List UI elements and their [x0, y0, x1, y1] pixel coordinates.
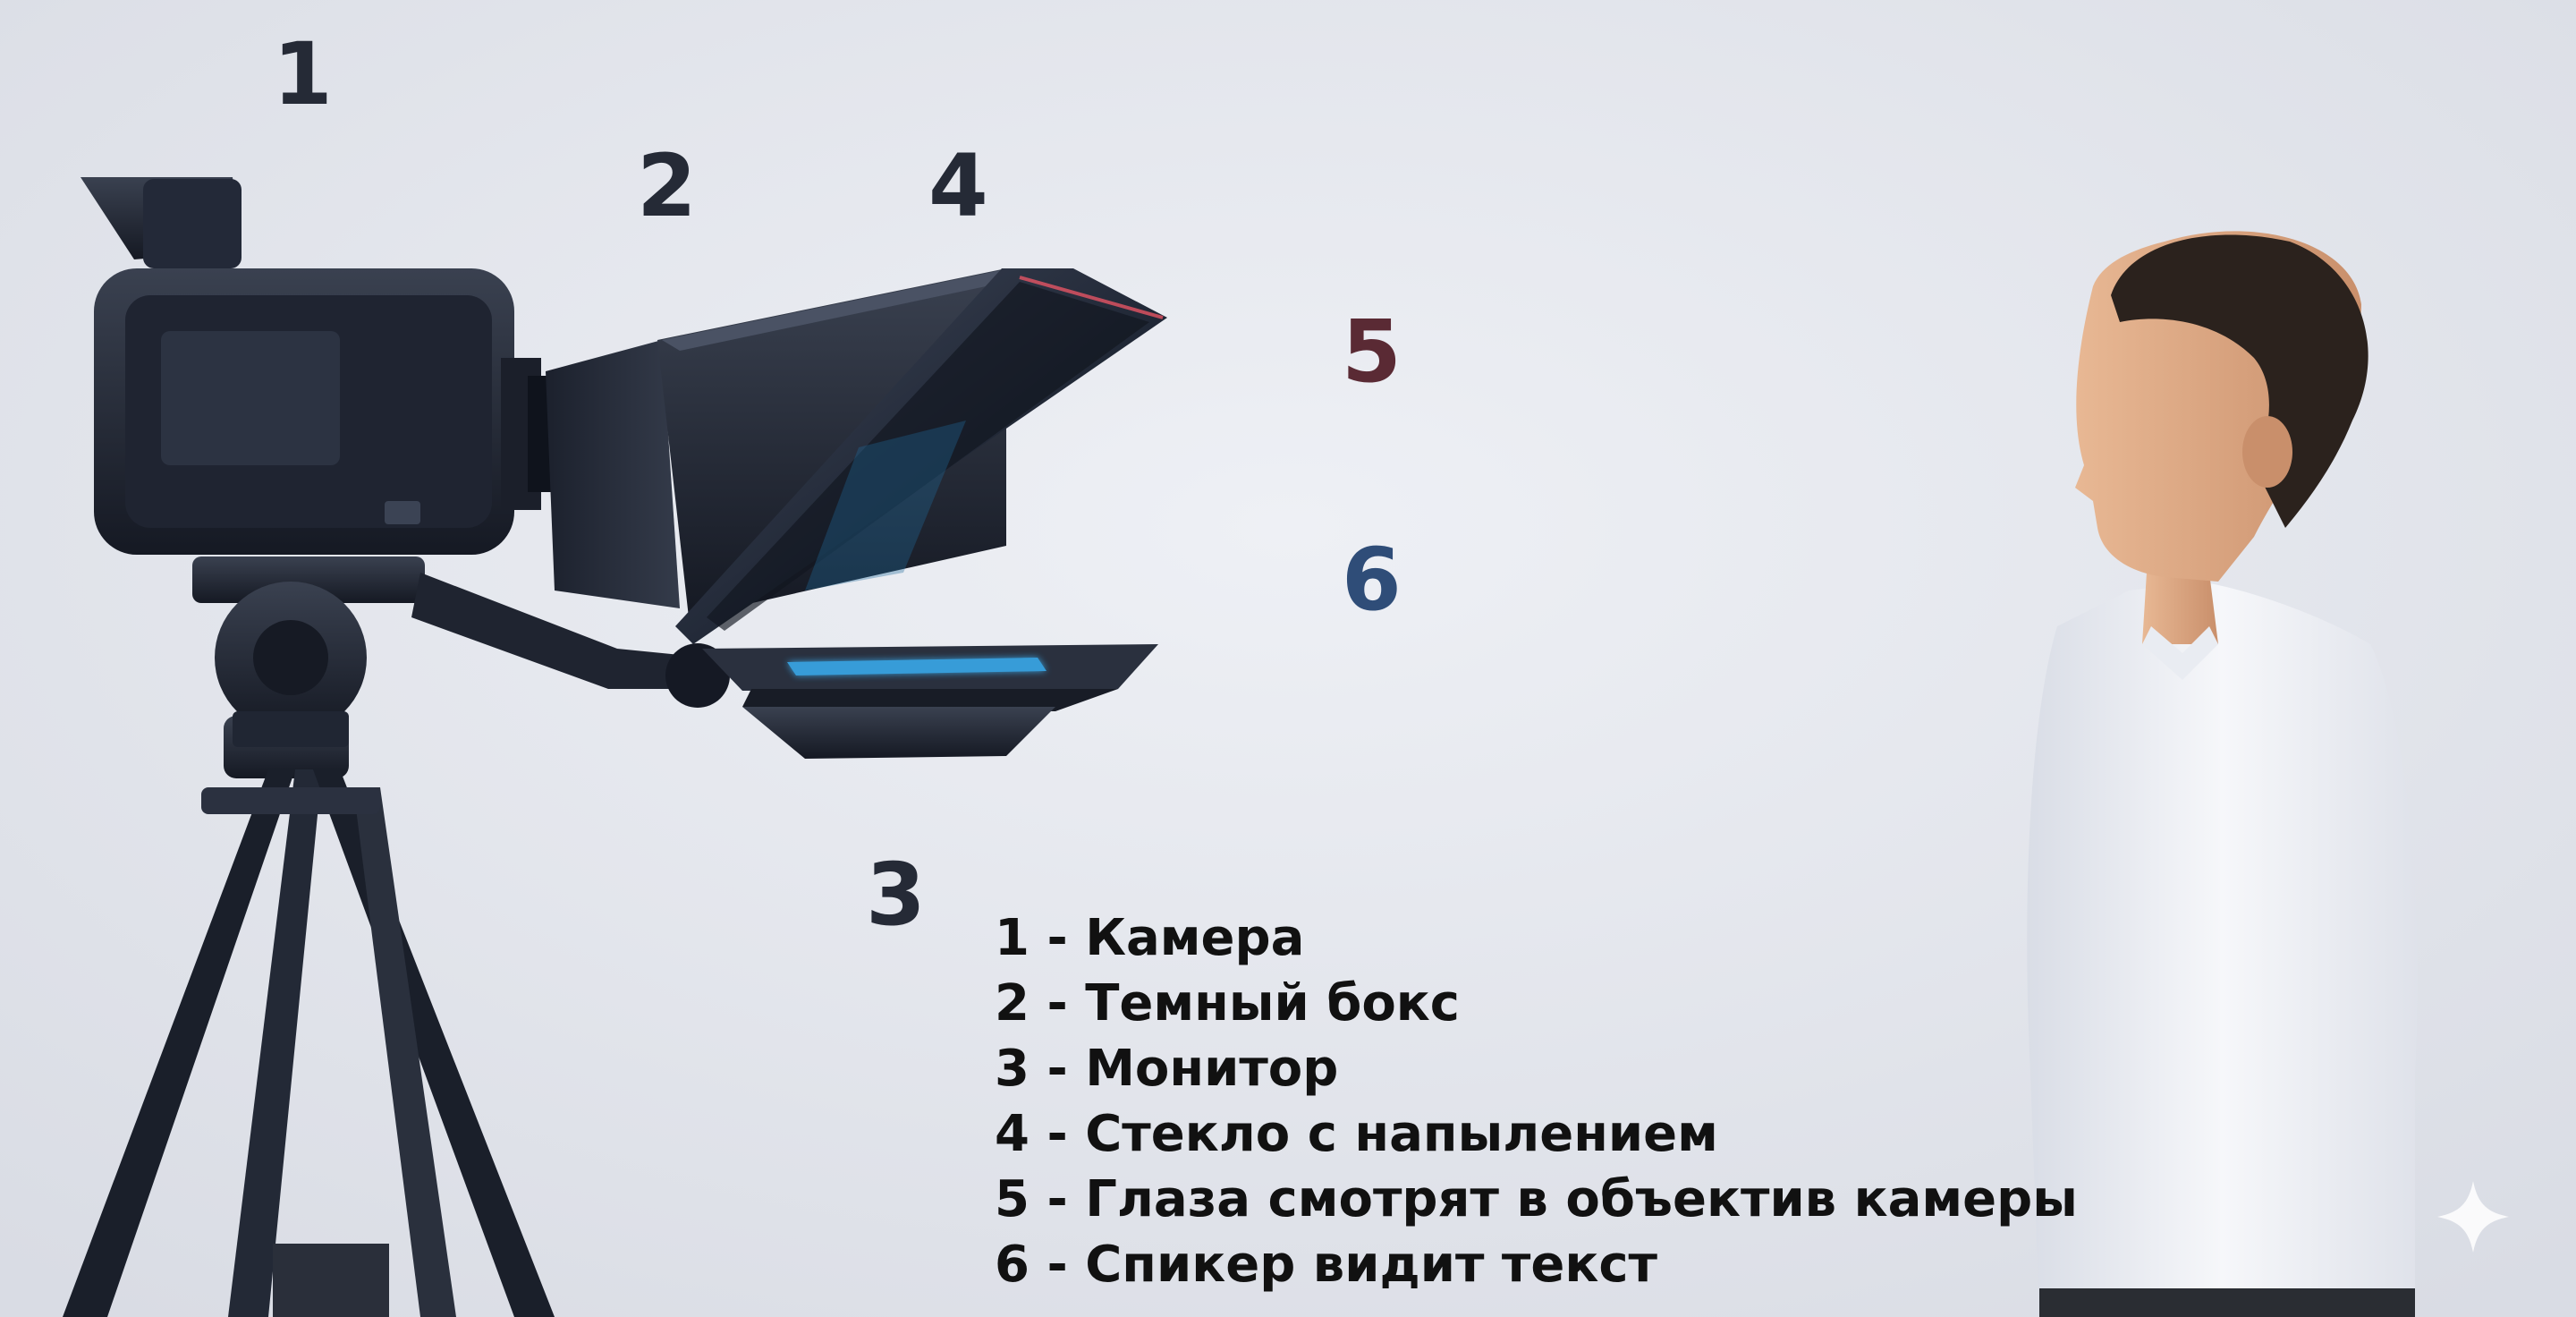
callout-5: 5: [1342, 302, 1402, 402]
callout-4: 4: [928, 136, 988, 236]
monitor-icon: [702, 644, 1158, 759]
callout-6: 6: [1342, 530, 1402, 630]
sparkle-icon: [2437, 1181, 2509, 1253]
tripod-icon: [63, 557, 730, 1317]
legend-item-dark-box: 2 - Темный бокс: [995, 974, 1460, 1032]
callout-2: 2: [637, 136, 697, 236]
video-camera-icon: [80, 177, 555, 555]
legend-item-monitor: 3 - Монитор: [995, 1040, 1339, 1098]
callout-1: 1: [273, 24, 333, 124]
legend-item-speaker-sees-text: 6 - Спикер видит текст: [995, 1236, 1657, 1294]
legend-item-camera: 1 - Камера: [995, 909, 1305, 967]
legend-item-eyes-to-lens: 5 - Глаза смотрят в объектив камеры: [995, 1170, 2078, 1228]
legend: 1 - Камера 2 - Темный бокс 3 - Монитор 4…: [995, 905, 2078, 1297]
sightline-beams: [863, 371, 2057, 662]
legend-item-coated-glass: 4 - Стекло с напылением: [995, 1105, 1718, 1163]
beam-glass-icon: [675, 268, 1167, 644]
callout-3: 3: [866, 845, 926, 945]
speaker-person-icon: [2027, 231, 2418, 1317]
hood-box-icon: [546, 268, 1029, 617]
